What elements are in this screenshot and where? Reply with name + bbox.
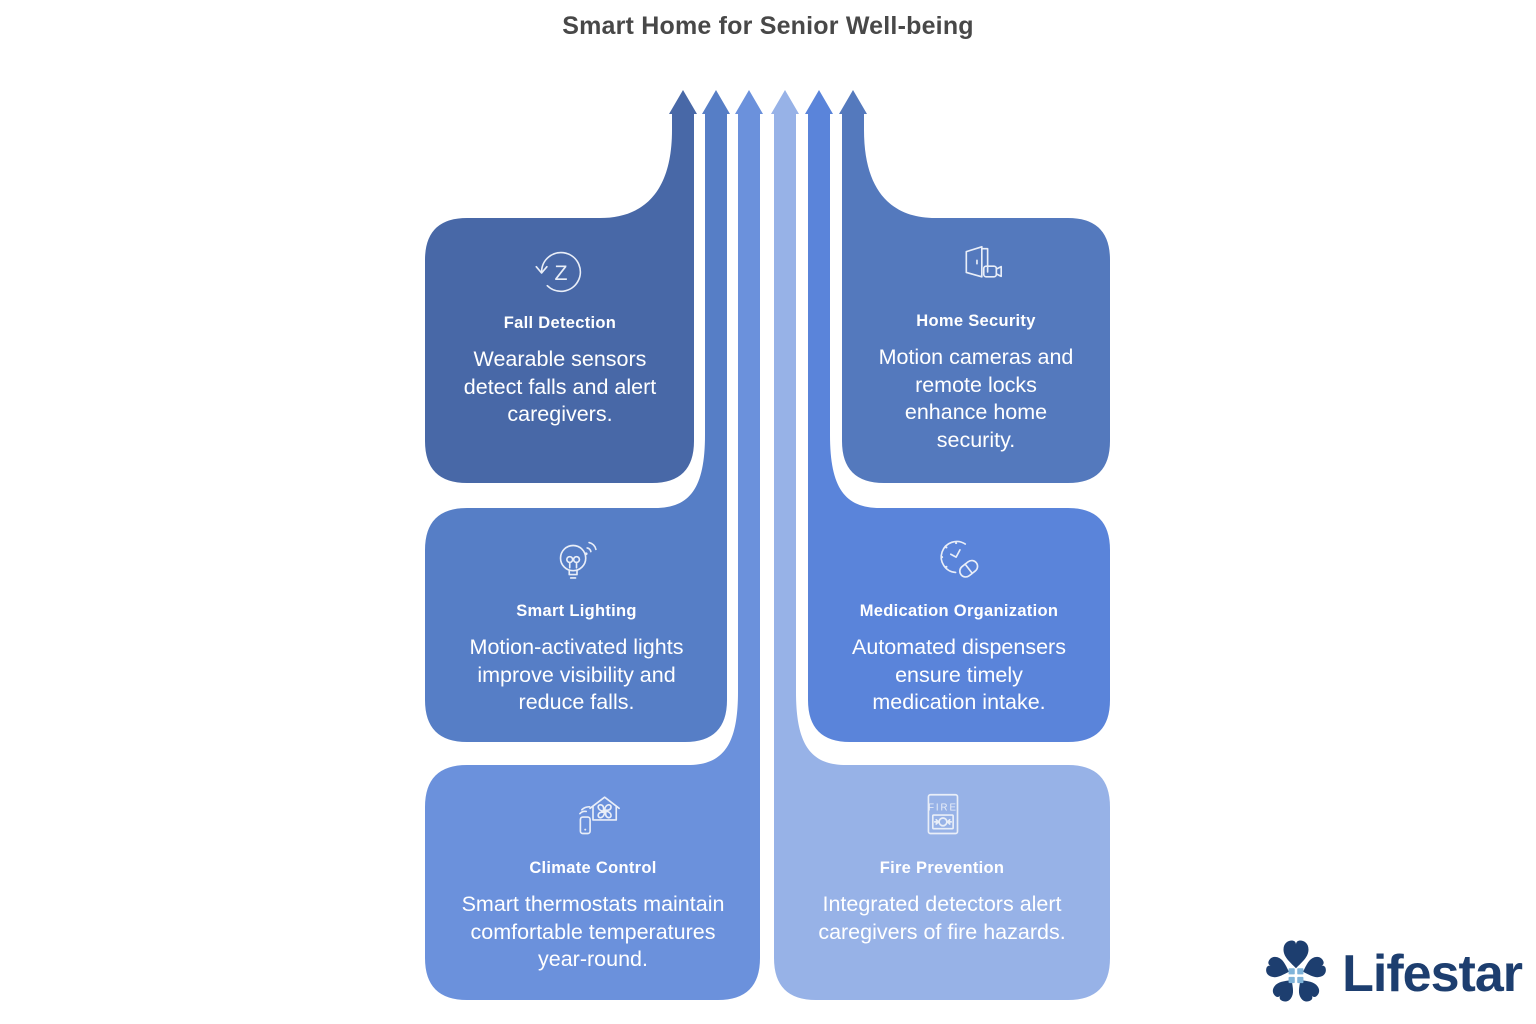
svg-text:Z: Z: [554, 261, 567, 285]
sleep-restore-icon: Z: [535, 251, 582, 293]
card-home-security: Home Security Motion cameras and remote …: [842, 218, 1110, 505]
card-description: Wearable sensors detect falls and alert …: [463, 347, 657, 427]
card-shape-home-security: [839, 90, 1110, 483]
card-title: Medication Organization: [859, 602, 1059, 620]
card-fall-detection: Z Fall Detection Wearable sensors detect…: [425, 218, 695, 507]
brand-name: Lifestar: [1342, 945, 1523, 1003]
card-shape-medication-organization: [805, 90, 1110, 742]
card-title: Fire Prevention: [879, 859, 1005, 877]
card-description: Automated dispensers ensure timely medic…: [852, 635, 1066, 715]
svg-text:FIRE: FIRE: [928, 802, 958, 813]
card-description: Integrated detectors alert caregivers of…: [818, 892, 1066, 944]
brand-logo: Lifestar: [1258, 936, 1523, 1012]
card-title: Climate Control: [529, 859, 657, 877]
smart-bulb-wifi-icon: [559, 541, 597, 579]
card-description: Motion-activated lights improve visibili…: [469, 635, 684, 715]
card-title: Smart Lighting: [516, 602, 637, 620]
card-title: Fall Detection: [503, 314, 617, 332]
house-fan-remote-icon: [579, 796, 620, 835]
card-smart-lighting: Smart Lighting Motion-activated lights i…: [425, 508, 728, 764]
clock-pill-icon: [940, 540, 979, 578]
card-shape-smart-lighting: [425, 90, 730, 742]
card-shape-fall-detection: [425, 90, 697, 483]
fire-alarm-panel-icon: FIRE: [927, 793, 959, 835]
card-description: Smart thermostats maintain comfortable t…: [461, 892, 725, 972]
card-shape-climate-control: [425, 90, 763, 1000]
card-shape-fire-prevention: [771, 90, 1110, 1000]
card-climate-control: Climate Control Smart thermostats mainta…: [425, 765, 761, 1022]
logo-window-icon: [1288, 968, 1304, 984]
card-medication-organization: Medication Organization Automated dispen…: [808, 508, 1110, 764]
card-fire-prevention: FIRE Fire Prevention Integrated detector…: [774, 765, 1110, 1022]
door-camera-icon: [965, 245, 1003, 278]
lifestar-star-heart-icon: [1266, 940, 1327, 1002]
page-title: Smart Home for Senior Well-being: [562, 12, 974, 40]
card-title: Home Security: [916, 312, 1036, 330]
card-description: Motion cameras and remote locks enhance …: [878, 345, 1074, 452]
